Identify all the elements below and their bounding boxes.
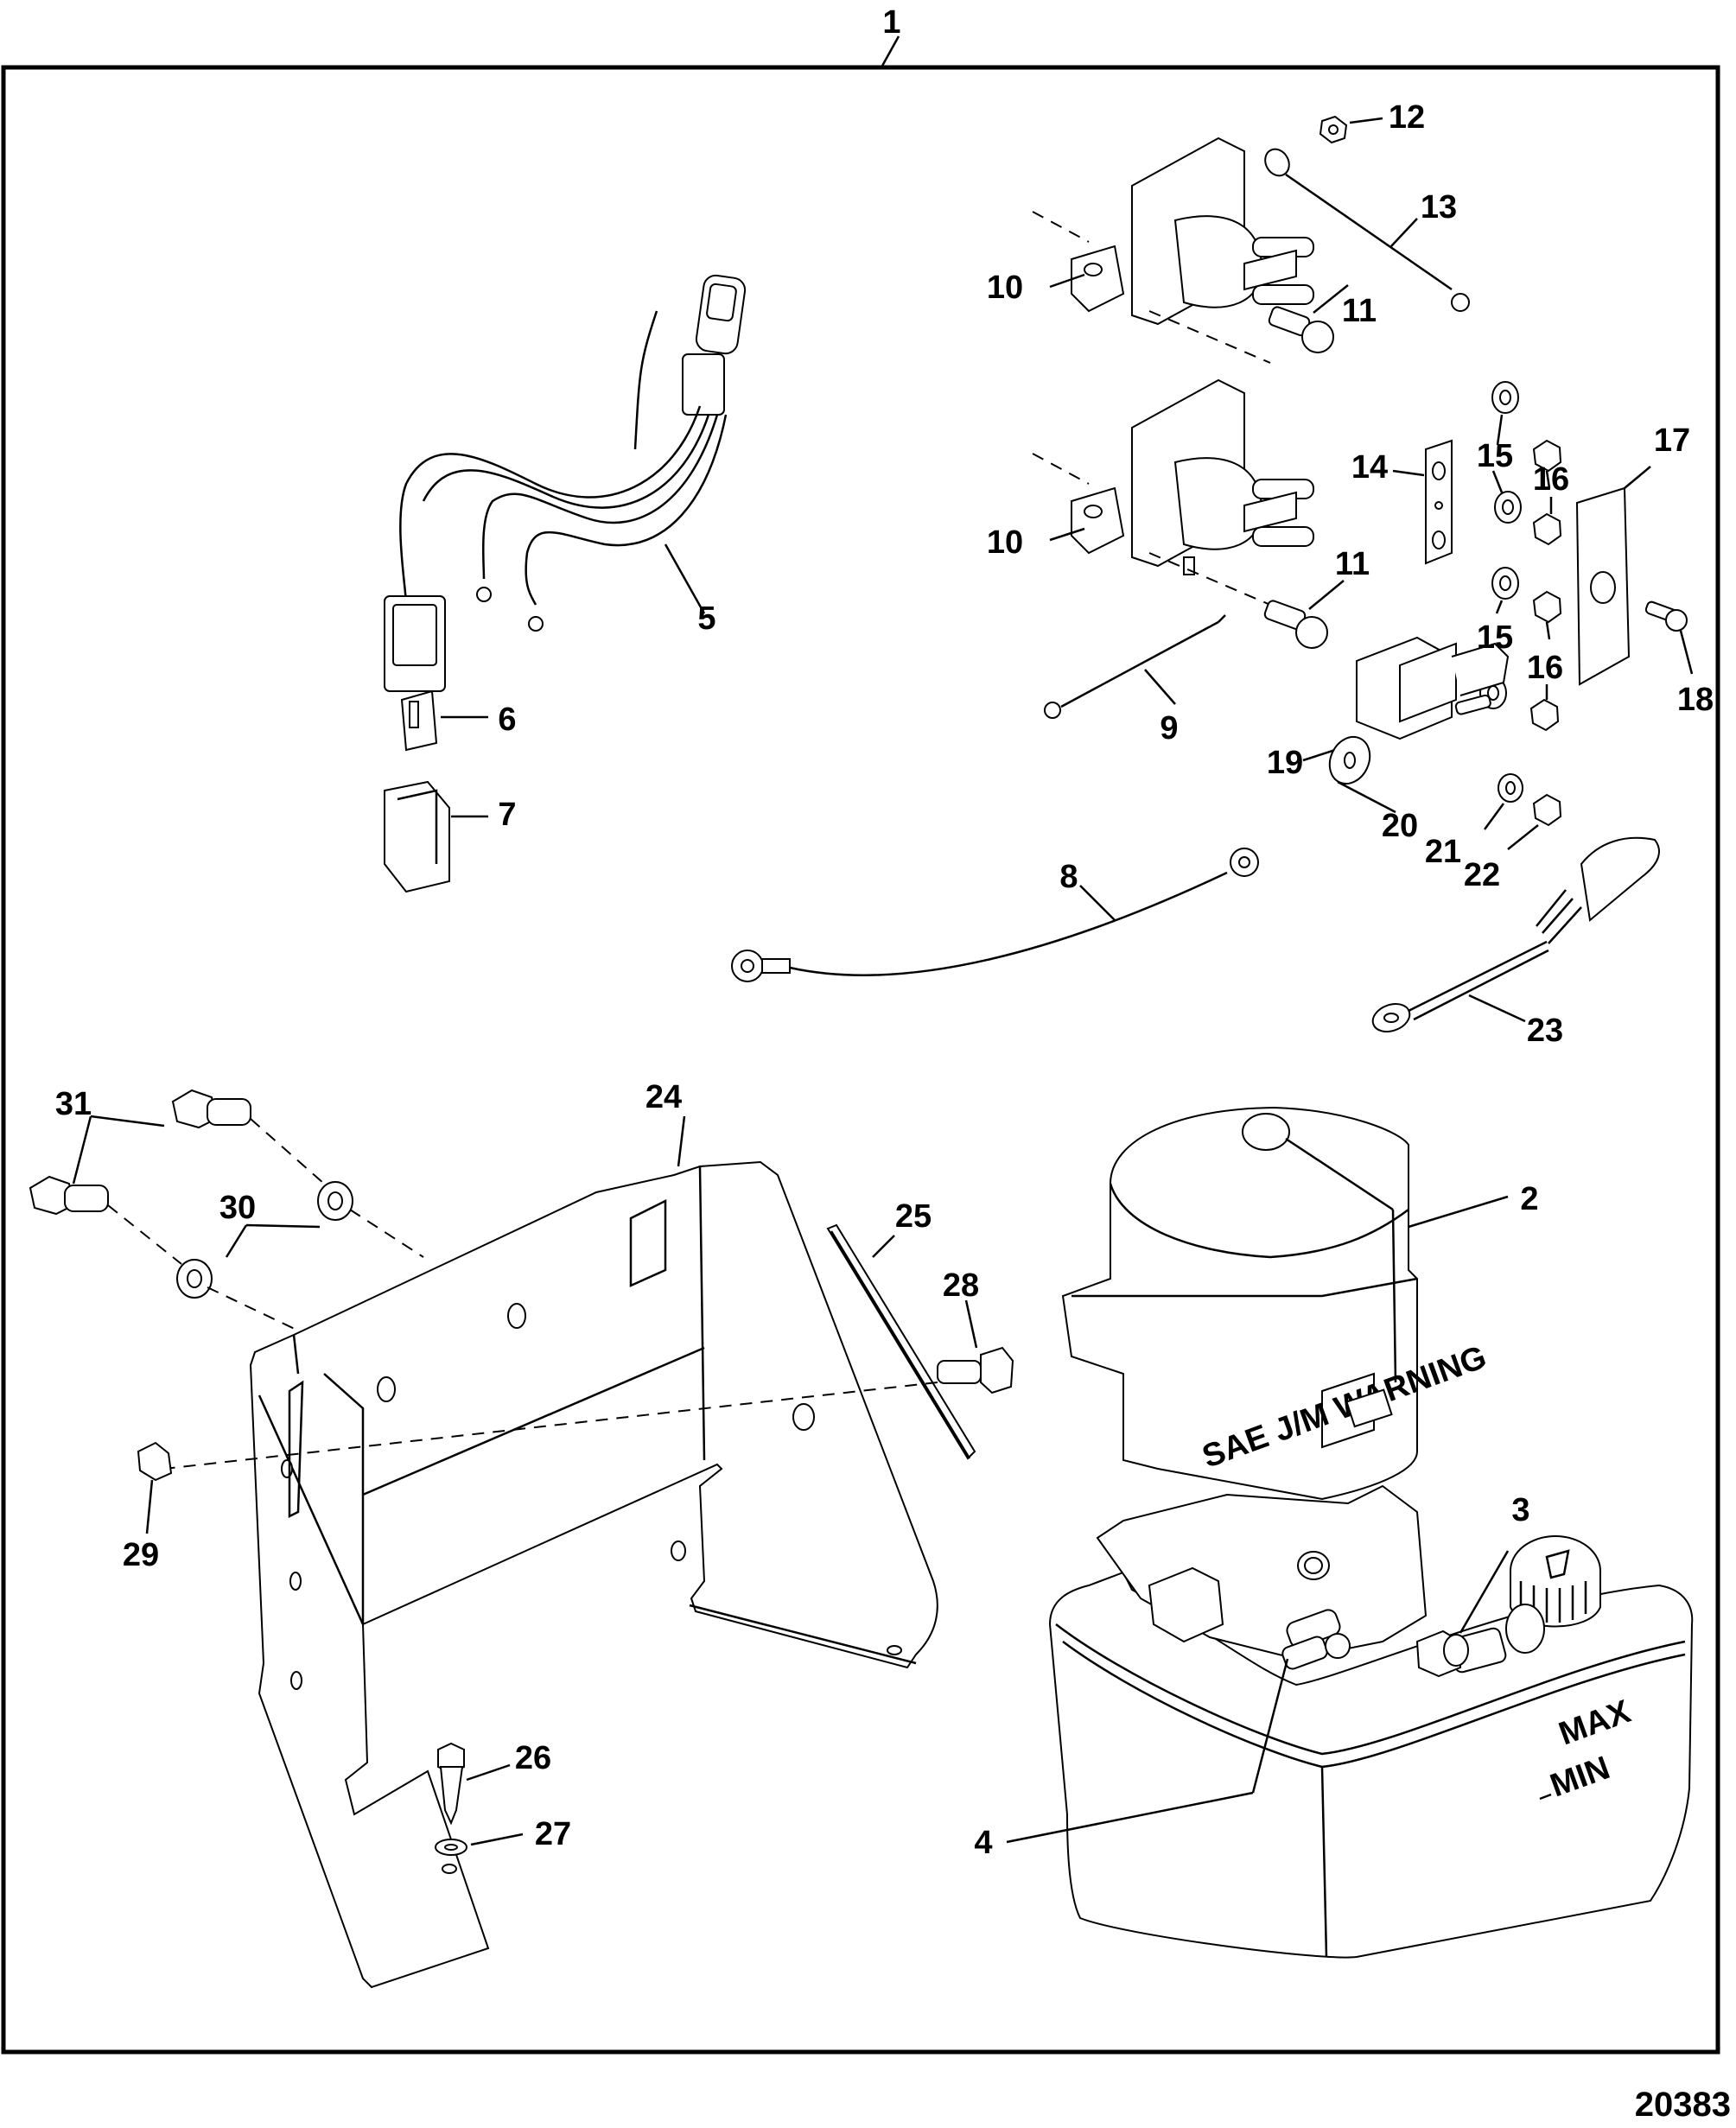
- callout-27: 27: [535, 1816, 571, 1852]
- image-id: 20383: [1634, 2086, 1731, 2124]
- solenoid-upper[interactable]: [1032, 137, 1314, 364]
- washer-27[interactable]: [435, 1833, 524, 1856]
- callout-11b: 11: [1335, 546, 1370, 582]
- callout-4: 4: [974, 1825, 992, 1861]
- nut-16-lower[interactable]: [1529, 590, 1562, 732]
- fuse[interactable]: [400, 689, 488, 752]
- callout-15a: 15: [1477, 438, 1513, 474]
- screw-28[interactable]: [163, 1299, 1014, 1470]
- mounting-bracket[interactable]: [249, 1115, 938, 1989]
- pump-motor[interactable]: SAE J/M WARNING: [1061, 1106, 1509, 1501]
- callout-9: 9: [1160, 710, 1178, 746]
- callout-15b: 15: [1477, 619, 1513, 656]
- callout-22: 22: [1464, 857, 1500, 893]
- callout-1-leader: [880, 35, 900, 68]
- lockwasher-15-lower[interactable]: [1479, 567, 1519, 709]
- wiring-harness[interactable]: [384, 274, 747, 692]
- callout-20: 20: [1382, 808, 1418, 844]
- callout-25: 25: [895, 1198, 932, 1235]
- nut-22[interactable]: [1507, 793, 1562, 850]
- fitting-4[interactable]: [1006, 1633, 1351, 1844]
- callout-10b: 10: [987, 524, 1023, 561]
- callout-23: 23: [1527, 1013, 1563, 1049]
- pump-reservoir[interactable]: MAX MIN: [1048, 1571, 1694, 1959]
- nut-16-upper[interactable]: [1532, 439, 1562, 546]
- callout-24: 24: [645, 1079, 682, 1115]
- cover-17[interactable]: [1575, 466, 1651, 686]
- lead-13[interactable]: [1261, 145, 1470, 312]
- callout-11a: 11: [1342, 293, 1377, 329]
- callout-labels: 1 2 3 4 5 6 7 8 9 10 10 11 11 12 13 14 1…: [55, 4, 1714, 1861]
- nut-12[interactable]: [1319, 115, 1383, 144]
- callout-5: 5: [697, 600, 715, 637]
- screw-11-lower[interactable]: [1263, 580, 1345, 649]
- lockwasher-15-upper[interactable]: [1491, 381, 1522, 524]
- pump-side-knob[interactable]: [1443, 1604, 1545, 1667]
- fuse-holder[interactable]: [384, 780, 488, 893]
- nut-29[interactable]: [137, 1441, 173, 1534]
- screw-31[interactable]: [29, 1089, 325, 1265]
- callout-14: 14: [1351, 449, 1388, 486]
- callout-1: 1: [882, 4, 900, 41]
- callout-8: 8: [1059, 859, 1078, 895]
- callout-3: 3: [1511, 1492, 1529, 1528]
- screw-11-upper[interactable]: [1268, 284, 1349, 353]
- callout-21: 21: [1425, 834, 1461, 870]
- callout-2: 2: [1520, 1181, 1538, 1217]
- callout-10a: 10: [987, 270, 1023, 306]
- callout-16b: 16: [1527, 650, 1563, 686]
- assembly-frame: [1, 65, 1720, 2055]
- pump-valve-body[interactable]: [1096, 1484, 1428, 1661]
- solenoid-lower[interactable]: [1032, 378, 1314, 606]
- callout-30: 30: [219, 1190, 256, 1226]
- callout-18: 18: [1677, 682, 1714, 718]
- callout-6: 6: [498, 702, 516, 738]
- callout-17: 17: [1654, 422, 1690, 459]
- callout-13: 13: [1421, 189, 1457, 226]
- battery-cable[interactable]: [1369, 836, 1660, 1037]
- ground-lead[interactable]: [731, 848, 1259, 982]
- washer-20[interactable]: [1322, 730, 1396, 814]
- trim-strip[interactable]: [826, 1223, 976, 1460]
- callout-28: 28: [943, 1267, 979, 1304]
- callout-19: 19: [1267, 745, 1303, 781]
- lockwasher-21[interactable]: [1483, 773, 1523, 830]
- callout-12: 12: [1389, 99, 1425, 136]
- callout-31: 31: [55, 1086, 92, 1122]
- lockwasher-30[interactable]: [176, 1181, 424, 1331]
- screw-18[interactable]: [1644, 600, 1694, 675]
- callout-7: 7: [498, 797, 516, 833]
- screw-26[interactable]: [437, 1742, 511, 1826]
- lead-9[interactable]: [1044, 614, 1226, 719]
- callout-26: 26: [515, 1740, 551, 1776]
- callout-29: 29: [123, 1537, 159, 1573]
- callout-16a: 16: [1533, 461, 1569, 498]
- circuit-breaker[interactable]: [1302, 636, 1510, 762]
- bus-bar[interactable]: [1392, 439, 1453, 565]
